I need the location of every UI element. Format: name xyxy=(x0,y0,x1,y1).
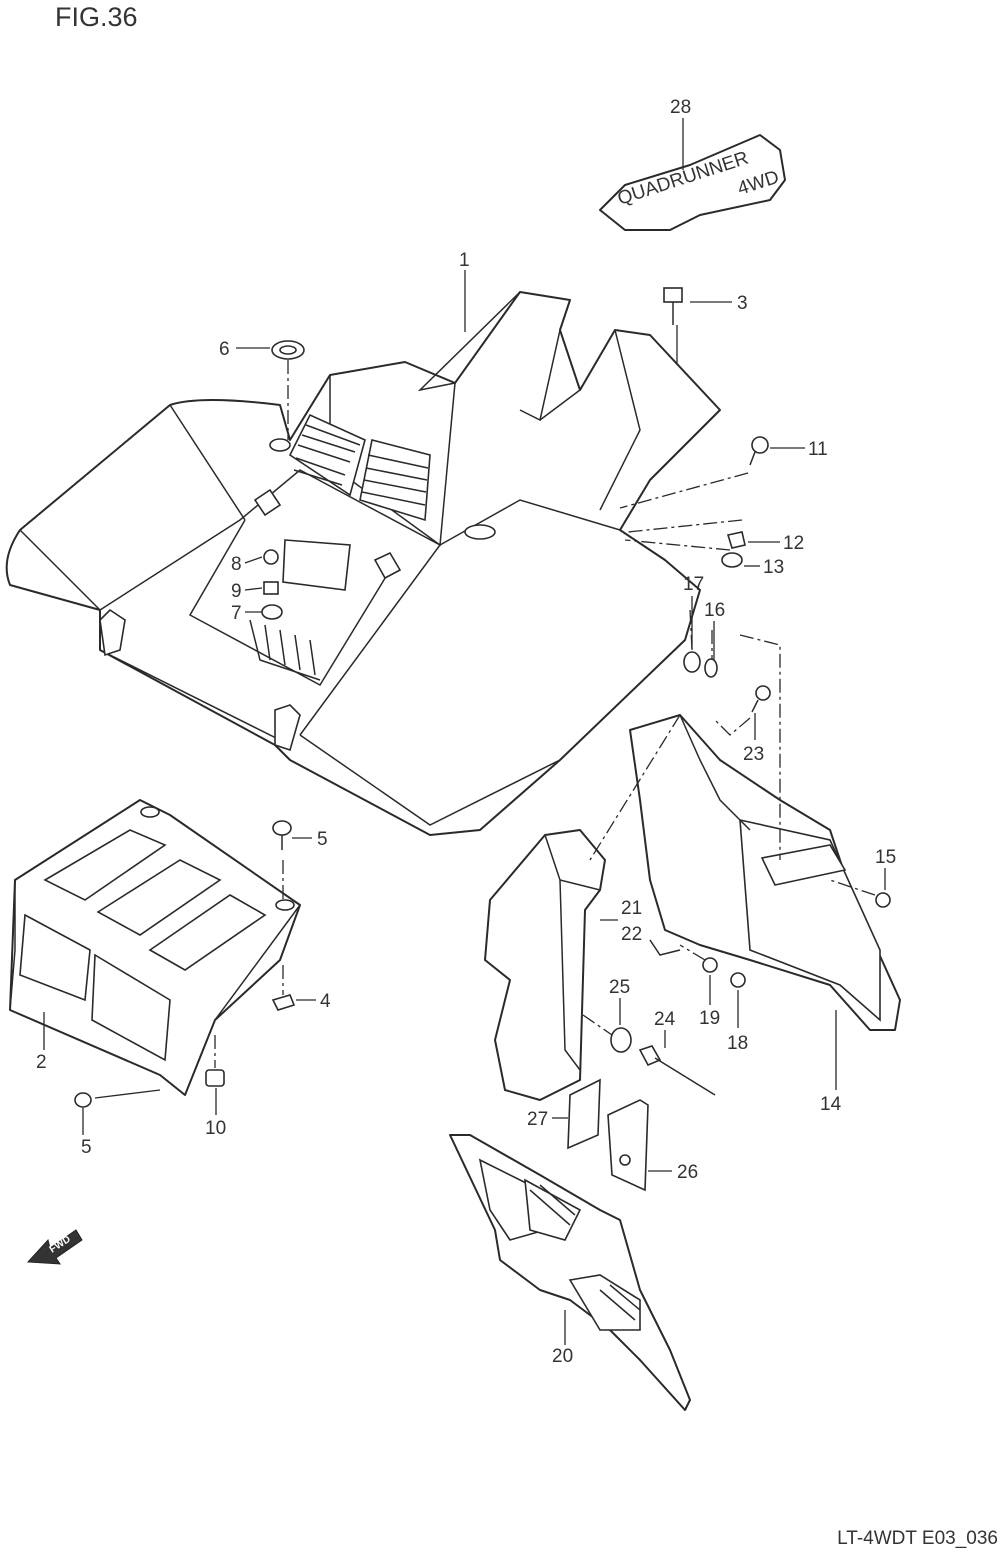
fwd-arrow-icon: FWD xyxy=(26,1229,83,1265)
callout-16: 16 xyxy=(704,600,725,621)
front-cover xyxy=(9,799,301,1096)
callout-19: 19 xyxy=(699,1008,720,1029)
callout-14: 14 xyxy=(820,1094,842,1115)
callout-5-upper: 5 xyxy=(317,829,328,850)
callout-12: 12 xyxy=(783,533,804,554)
callout-20: 20 xyxy=(552,1346,573,1367)
callout-21: 21 xyxy=(621,898,642,919)
callout-11: 11 xyxy=(808,439,828,460)
callout-9: 9 xyxy=(231,581,242,602)
callout-24: 24 xyxy=(654,1009,676,1030)
callout-2: 2 xyxy=(36,1052,47,1073)
mud-guard xyxy=(629,714,901,1031)
callout-18: 18 xyxy=(727,1033,748,1054)
callout-10: 10 xyxy=(205,1118,226,1139)
figure-code: LT-4WDT E03_036 xyxy=(837,1528,998,1549)
alignment-lines xyxy=(214,360,876,1068)
callout-26: 26 xyxy=(677,1162,698,1183)
side-panel xyxy=(484,829,606,1101)
figure-title: FIG.36 xyxy=(55,2,138,32)
callout-28: 28 xyxy=(670,97,691,118)
callout-23: 23 xyxy=(743,744,764,765)
callout-27: 27 xyxy=(527,1109,548,1130)
callout-1: 1 xyxy=(459,250,470,271)
callout-8: 8 xyxy=(231,554,242,575)
decal: QUADRUNNER 4WD xyxy=(599,134,786,231)
callout-17: 17 xyxy=(683,574,704,595)
callout-6: 6 xyxy=(219,339,230,360)
callout-13: 13 xyxy=(763,557,784,578)
front-fender xyxy=(5,291,721,836)
callout-22: 22 xyxy=(621,924,642,945)
leader-lines xyxy=(43,118,886,1345)
callout-7: 7 xyxy=(231,603,242,624)
callout-15: 15 xyxy=(875,847,896,868)
callout-5-lower: 5 xyxy=(81,1137,92,1158)
callout-4: 4 xyxy=(320,991,331,1012)
callout-labels: 1 2 3 4 5 5 6 7 8 9 10 11 12 13 14 15 16… xyxy=(36,97,896,1367)
callout-3: 3 xyxy=(737,293,748,314)
callout-25: 25 xyxy=(609,977,630,998)
hardware xyxy=(74,287,891,1192)
footrest-mat xyxy=(449,1134,691,1411)
